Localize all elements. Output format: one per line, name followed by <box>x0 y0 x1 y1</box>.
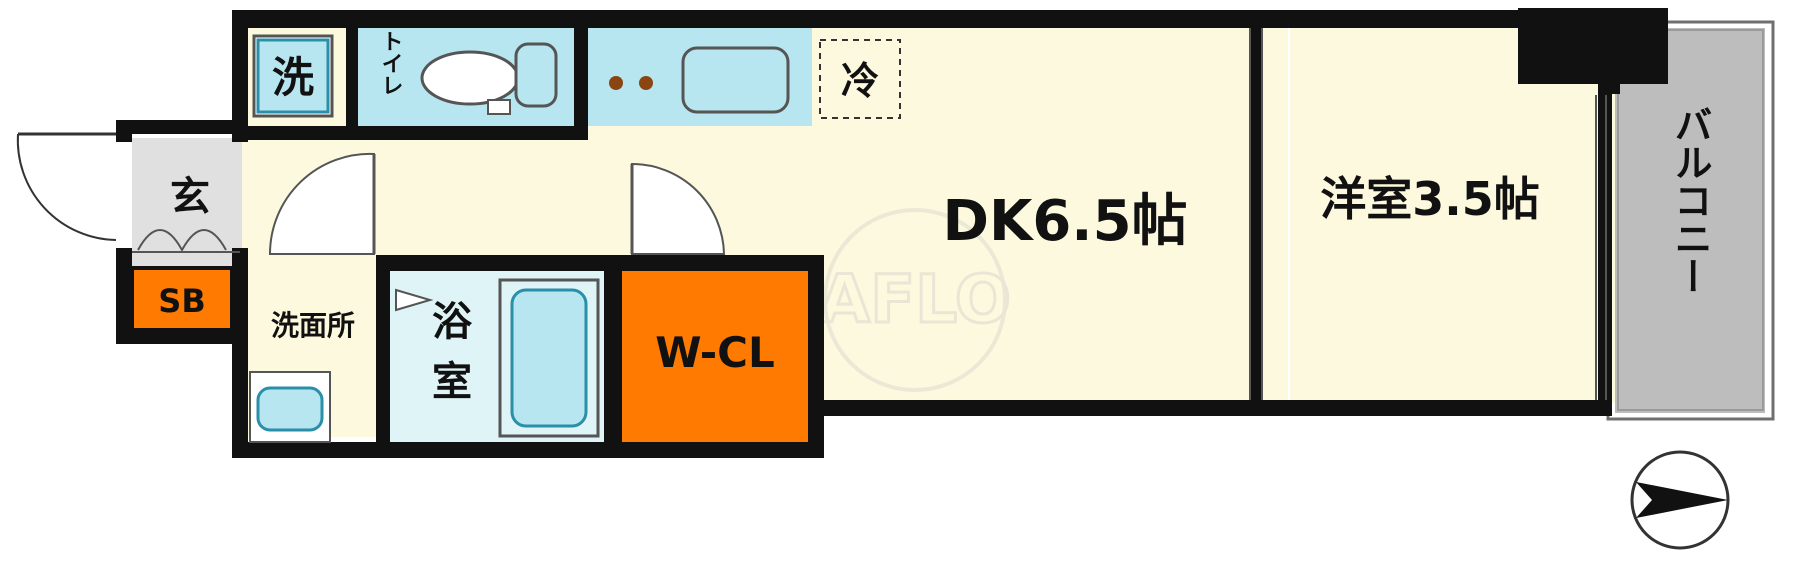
shoe-box-label: SB <box>158 282 205 320</box>
walk-in-closet <box>622 271 808 442</box>
balcony-inner-rail <box>1617 29 1764 411</box>
stove-burner-1-icon <box>609 76 623 90</box>
toilet-tank <box>514 42 558 108</box>
balcony-floor <box>1615 28 1765 413</box>
western-room-label: 洋室3.5帖 <box>1320 172 1540 226</box>
washer-label: 洗 <box>272 53 314 102</box>
toilet-pipe <box>487 99 511 115</box>
toilet-label: トイレ <box>378 30 403 96</box>
walk-in-closet-label: W-CL <box>655 328 774 377</box>
entrance-label: 玄 <box>170 174 210 220</box>
closet-door-swing <box>631 162 726 255</box>
watermark-ring <box>823 208 1007 392</box>
washbasin <box>256 386 324 432</box>
balcony-label: バルコニー <box>1668 105 1712 295</box>
compass-north-arrow-icon <box>1630 450 1730 550</box>
hall-door-swing <box>268 152 375 255</box>
western-room-floor <box>1290 28 1630 403</box>
dk-label: DK6.5帖 <box>942 189 1187 254</box>
entrance-door-swing <box>16 133 117 241</box>
washer-inner <box>256 38 330 114</box>
bathtub-inner <box>510 288 588 428</box>
kitchen-sink <box>681 46 790 114</box>
bath-label-1: 浴 <box>432 299 473 345</box>
walls <box>116 8 1668 458</box>
fridge-space <box>819 39 901 119</box>
stove-burner-2-icon <box>639 76 653 90</box>
washroom-label: 洗面所 <box>271 309 355 342</box>
watermark-text: AFLO <box>819 261 1011 338</box>
toilet-bowl <box>420 50 520 106</box>
shoe-box-door-swing <box>137 229 227 253</box>
thin-frames <box>1249 28 1607 400</box>
shoe-box <box>130 266 234 332</box>
fridge-label: 冷 <box>841 59 879 103</box>
bath-door-icon <box>395 288 434 312</box>
bath-label-2: 室 <box>432 359 472 405</box>
